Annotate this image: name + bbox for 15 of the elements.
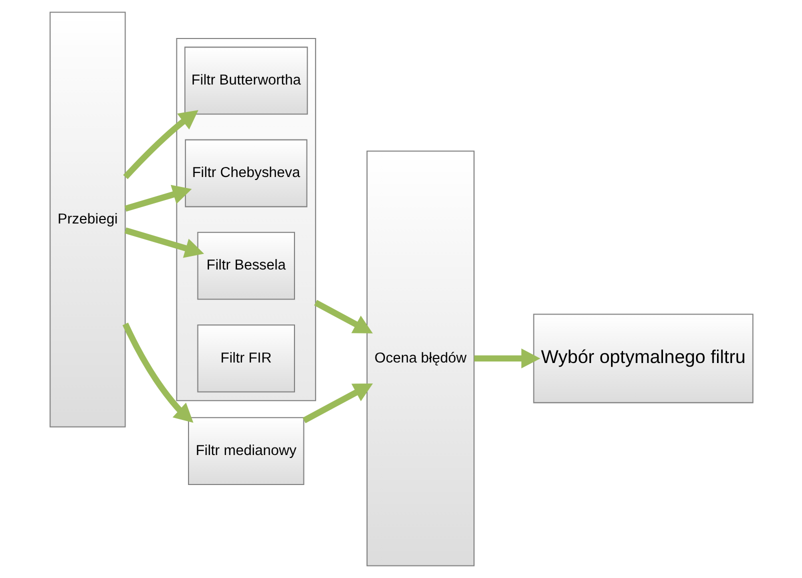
arrow [122,110,198,180]
node-box: Ocena błędów [366,150,474,566]
node-box: Przebiegi [49,12,126,428]
node-box: Filtr FIR [196,324,294,392]
node-box: Filtr Bessela [196,232,294,300]
node-box: Filtr Chebysheva [184,139,307,208]
node-box: Filtr medianowy [188,417,304,486]
node-box: Wybór optymalnego filtru [532,314,753,404]
node-box: Filtr Butterwortha [184,46,308,115]
arrow [122,322,193,423]
arrow [124,227,204,258]
arrow [474,348,540,368]
arrow [314,300,372,334]
arrow [124,184,192,212]
arrow [302,384,372,424]
